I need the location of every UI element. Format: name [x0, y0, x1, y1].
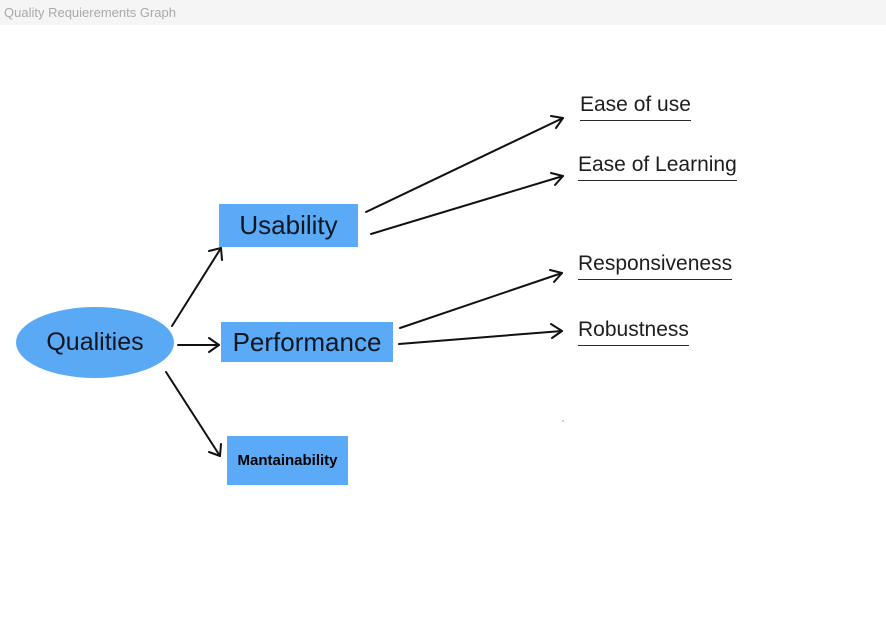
- frame-header: Quality Requierements Graph: [0, 0, 886, 25]
- leaf-robustness[interactable]: Robustness: [578, 318, 689, 346]
- node-performance[interactable]: Performance: [221, 322, 393, 362]
- node-usability[interactable]: Usability: [219, 204, 358, 247]
- edge-qualities-performance: [177, 337, 220, 353]
- node-mantainability-label: Mantainability: [237, 452, 338, 469]
- node-mantainability[interactable]: Mantainability: [227, 436, 348, 485]
- edge-qualities-usability: [171, 247, 223, 327]
- edge-usability-ease-of-learning: [370, 172, 564, 235]
- frame-title[interactable]: Quality Requierements Graph: [4, 5, 176, 20]
- node-performance-label: Performance: [232, 326, 382, 357]
- node-qualities-label: Qualities: [46, 328, 144, 356]
- leaf-responsiveness[interactable]: Responsiveness: [578, 252, 733, 280]
- leaf-ease-of-learning[interactable]: Ease of Learning: [578, 153, 737, 181]
- edge-performance-responsiveness: [399, 269, 563, 329]
- leaf-ease-of-use[interactable]: Ease of use: [580, 93, 691, 121]
- edge-performance-robustness: [398, 323, 563, 345]
- stray-dot: [562, 420, 564, 422]
- edge-qualities-mantainability: [165, 371, 222, 457]
- node-usability-label: Usability: [239, 210, 338, 240]
- node-qualities[interactable]: Qualities: [16, 307, 174, 378]
- edge-usability-ease-of-use: [365, 115, 564, 213]
